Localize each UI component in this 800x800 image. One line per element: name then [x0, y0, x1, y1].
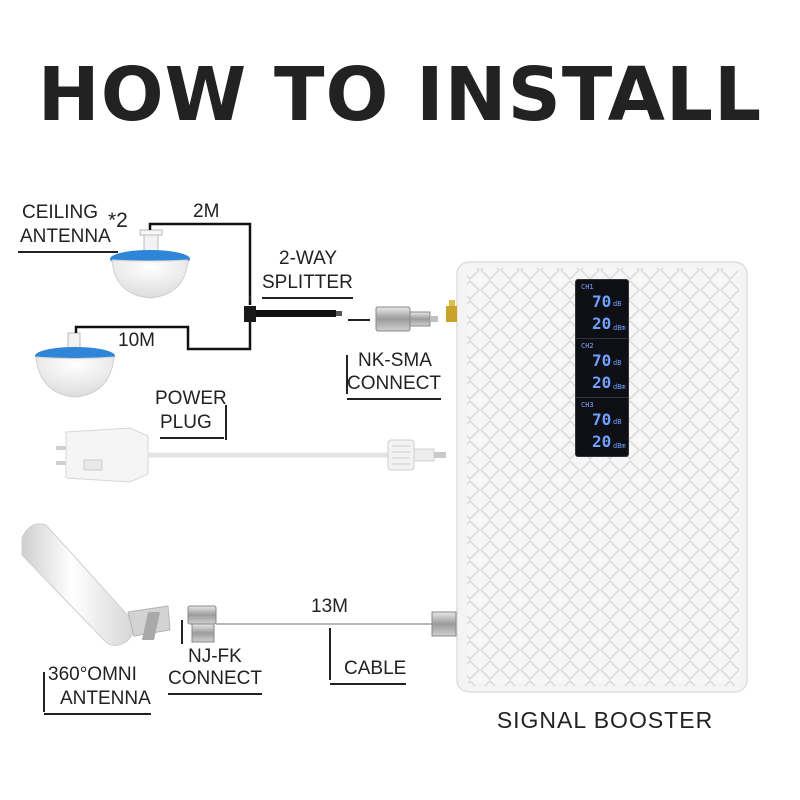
power-plug-label-line2: PLUG [160, 412, 224, 439]
cable-2m-label: 2M [193, 201, 220, 222]
lcd-channel-3: CH3 70 dB 20 dBm [576, 398, 628, 456]
cable-10m-line [74, 320, 252, 351]
lcd-gain-value: 70 [592, 410, 612, 429]
lcd-channel-tag: CH1 [581, 283, 594, 291]
lcd-power-value: 20 [592, 373, 612, 392]
ceiling-antenna-icon-2 [35, 332, 115, 398]
lcd-gain-value: 70 [592, 351, 612, 370]
lcd-power-value: 20 [592, 432, 612, 451]
cable-2m-line [148, 222, 252, 305]
lcd-channel-1: CH1 70 dB 20 dBm [576, 280, 628, 339]
booster-sma-port-icon [446, 300, 457, 322]
lcd-gain-value: 70 [592, 292, 612, 311]
ceiling-antenna-label-line2: ANTENNA [18, 226, 113, 253]
splitter-icon [244, 306, 342, 322]
nk-sma-connector-icon [375, 306, 438, 332]
ceiling-antenna-label-line1: CEILING [22, 202, 99, 223]
omni-antenna-label-line1: 360°OMNI [48, 664, 137, 685]
booster-lcd-display: CH1 70 dB 20 dBm CH2 70 dB 20 dBm CH3 70… [576, 280, 628, 456]
splitter-label-line2: SPLITTER [262, 272, 353, 299]
lcd-channel-2: CH2 70 dB 20 dBm [576, 339, 628, 398]
cable-label: CABLE [330, 658, 407, 685]
lcd-gain-unit: dB [613, 300, 622, 308]
lcd-gain-unit: dB [613, 359, 622, 367]
lcd-channel-tag: CH3 [581, 401, 594, 409]
page-title: HOW TO INSTALL [37, 52, 763, 138]
ceiling-antenna-count: *2 [108, 209, 128, 232]
nj-fk-connector-icon [187, 605, 217, 643]
nj-fk-label-line2: CONNECT [168, 668, 262, 695]
ceiling-antenna-icon [110, 229, 190, 299]
nk-sma-label-line2: CONNECT [347, 373, 441, 400]
splitter-label-line1: 2-WAY [279, 248, 338, 269]
lcd-power-unit: dBm [613, 324, 626, 332]
power-plug-icon [56, 427, 446, 483]
signal-booster-label: SIGNAL BOOSTER [496, 707, 714, 733]
booster-n-port-icon [431, 611, 457, 637]
lcd-power-unit: dBm [613, 383, 626, 391]
lcd-power-value: 20 [592, 314, 612, 333]
nk-sma-label-line1: NK-SMA [358, 350, 432, 371]
lcd-power-unit: dBm [613, 442, 626, 450]
lcd-channel-tag: CH2 [581, 342, 594, 350]
power-plug-label-line1: POWER [155, 388, 227, 409]
omni-antenna-icon [21, 523, 171, 646]
signal-booster [456, 261, 748, 693]
nj-fk-label-line1: NJ-FK [188, 646, 242, 667]
cable-13m-label: 13M [311, 596, 348, 617]
omni-antenna-label-line2: ANTENNA [44, 688, 151, 715]
lcd-gain-unit: dB [613, 418, 622, 426]
cable-10m-label: 10M [118, 330, 155, 351]
